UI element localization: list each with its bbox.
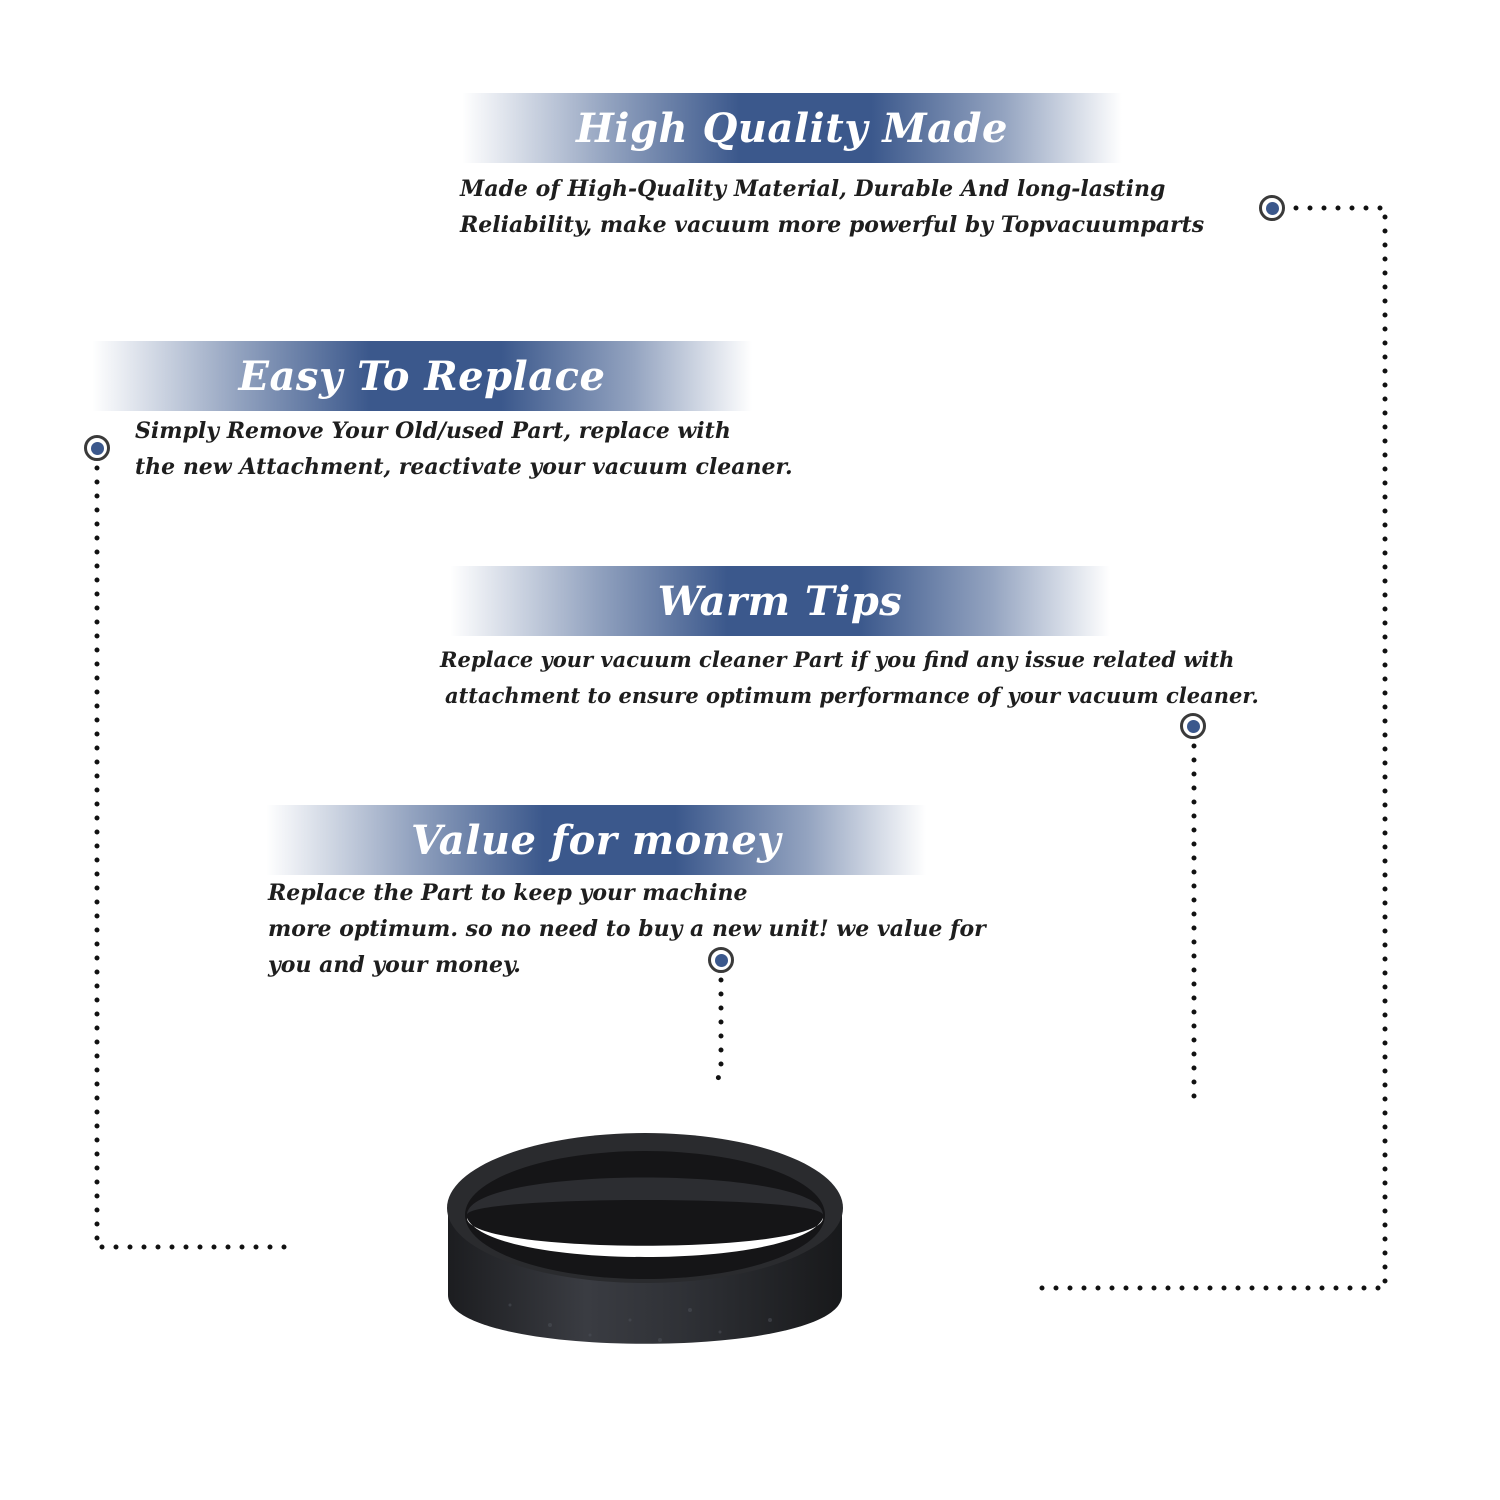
marker-warm-tips-icon xyxy=(1180,713,1206,739)
desc-warm-tips: Replace your vacuum cleaner Part if you … xyxy=(440,647,1259,708)
heading-warm-tips: Warm Tips xyxy=(657,577,903,625)
desc-high-quality: Made of High-Quality Material, Durable A… xyxy=(460,176,1205,238)
connector-high-quality xyxy=(1032,205,1388,1291)
heading-high-quality: High Quality Made xyxy=(576,104,1008,152)
banner-high-quality: High Quality Made xyxy=(462,93,1122,163)
marker-easy-replace-icon xyxy=(84,435,110,461)
heading-easy-replace: Easy To Replace xyxy=(238,352,606,400)
heading-value-money: Value for money xyxy=(410,816,782,864)
desc-easy-replace: Simply Remove Your Old/used Part, replac… xyxy=(135,418,793,480)
connector-value xyxy=(712,977,724,1093)
marker-high-quality-icon xyxy=(1259,195,1285,221)
vacuum-belt-icon xyxy=(447,1133,843,1344)
connector-easy-replace xyxy=(94,465,295,1250)
desc-value-money: Replace the Part to keep your machine mo… xyxy=(268,880,986,978)
marker-value-money-icon xyxy=(708,947,734,973)
banner-warm-tips: Warm Tips xyxy=(450,566,1110,636)
banner-easy-replace: Easy To Replace xyxy=(92,341,752,411)
banner-value-money: Value for money xyxy=(266,805,926,875)
